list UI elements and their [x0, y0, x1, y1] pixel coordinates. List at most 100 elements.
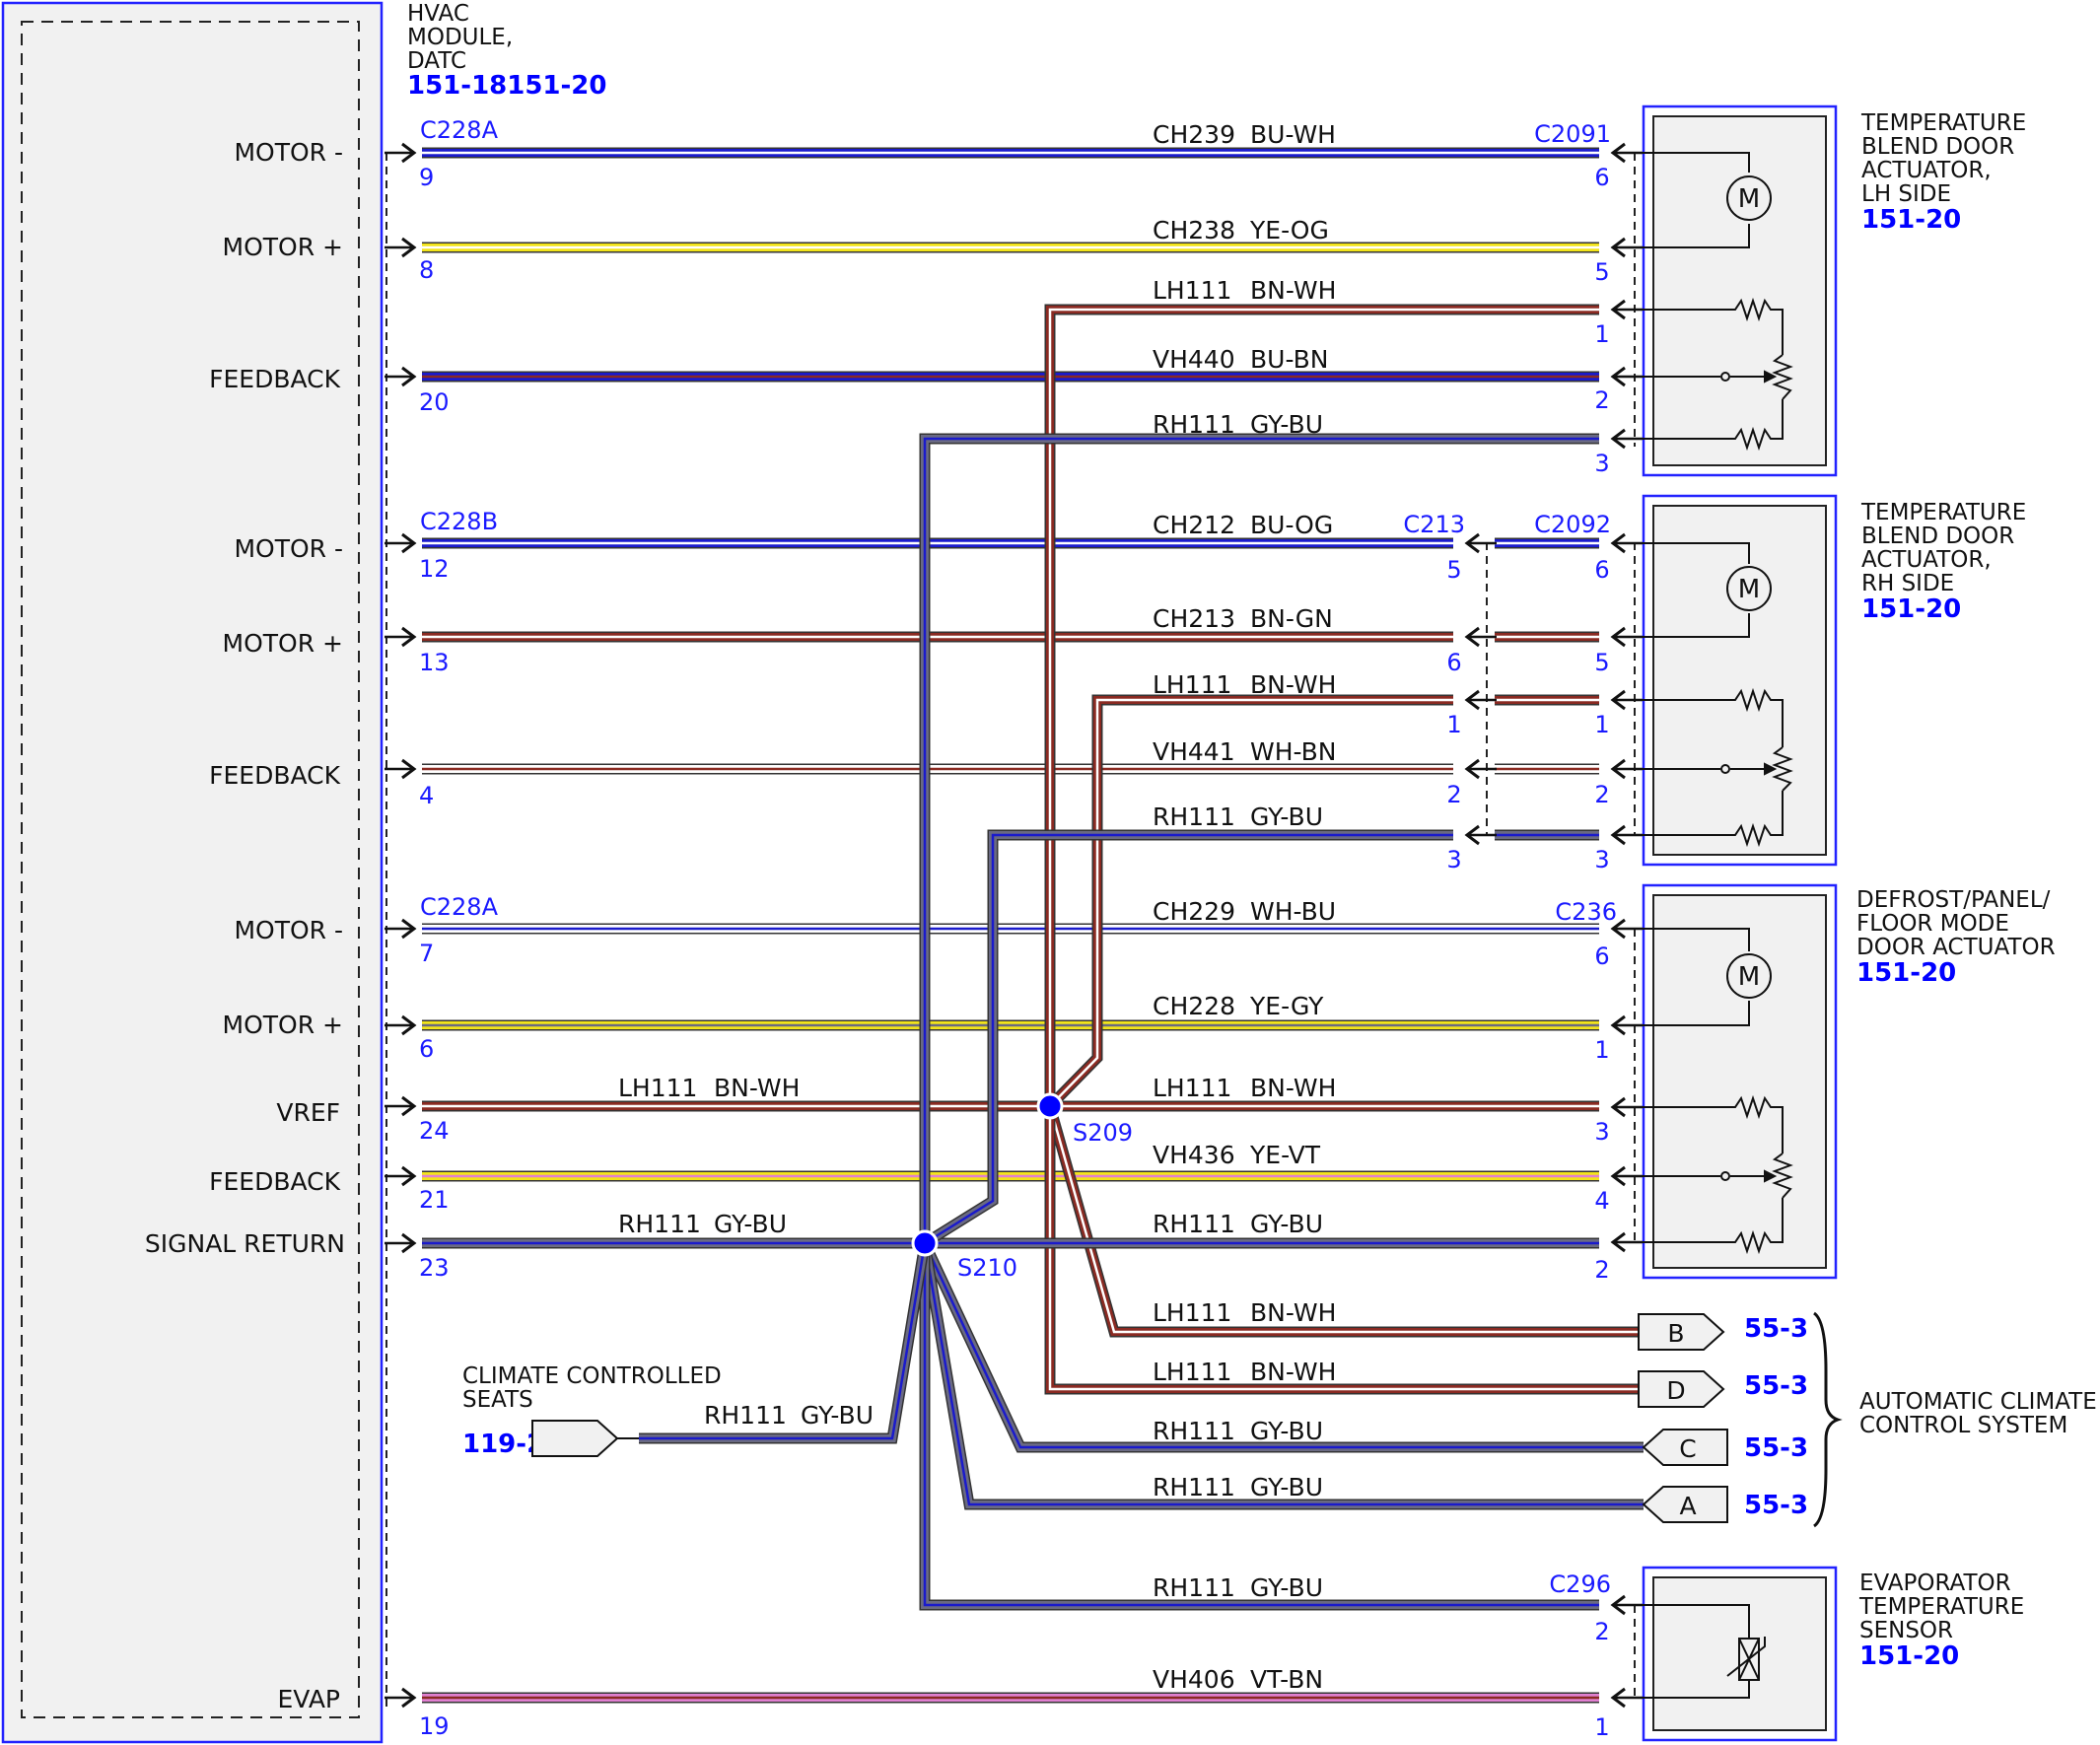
- wire-rh111-to-c: [920, 1240, 1644, 1453]
- right-pin-10: 6: [1594, 942, 1609, 970]
- rh-actuator-title-2: BLEND DOOR: [1861, 524, 2014, 549]
- component-internals: M M: [1622, 152, 1793, 1699]
- seats-ref: 119-2: [462, 1430, 544, 1459]
- right-pin-8: 2: [1594, 781, 1609, 808]
- wire-rh111-to-seats: [639, 1242, 931, 1444]
- c213-pin-2: 2: [1446, 781, 1461, 808]
- off-page-c-letter: C: [1679, 1434, 1696, 1463]
- lh-motor-icon: [1726, 175, 1772, 221]
- right-pin-4: 3: [1594, 450, 1609, 477]
- mode-motor-icon: [1726, 953, 1772, 999]
- pin-label-motor-plus-a: MOTOR +: [223, 233, 343, 261]
- circuit-label-7: LH111: [1153, 670, 1231, 699]
- connector-c296: C296: [1549, 1570, 1611, 1598]
- component-mode-actuator: [1642, 883, 1838, 1280]
- evap-sensor-outline: [1642, 1566, 1838, 1742]
- rh-motor-circuit: M: [1622, 542, 1772, 638]
- mode-actuator-outline: [1642, 883, 1838, 1280]
- left-pin-12: 12: [419, 555, 450, 583]
- color-label-0: BU-WH: [1250, 120, 1336, 149]
- lh-actuator-outline: [1642, 105, 1838, 477]
- lh-actuator-title-1: TEMPERATURE: [1860, 110, 2026, 136]
- right-pin-2: 1: [1594, 320, 1609, 348]
- circuit-label-13: VH436: [1153, 1141, 1235, 1169]
- right-pin-12: 3: [1594, 1118, 1609, 1146]
- left-pin-8: 8: [419, 256, 434, 284]
- mode-actuator-title-1: DEFROST/PANEL/: [1856, 887, 2051, 913]
- left-pin-4: 4: [419, 782, 434, 809]
- off-page-a-ref: 55-3: [1744, 1491, 1808, 1520]
- lh-pot-circuit: [1622, 297, 1793, 452]
- rh-actuator-outline: [1642, 494, 1838, 867]
- circuit-label-3: VH440: [1153, 345, 1235, 374]
- circuit-label-vref-left: LH111: [618, 1074, 697, 1102]
- splice-s209-label: S209: [1073, 1119, 1133, 1147]
- off-page-a-letter: A: [1679, 1492, 1696, 1520]
- left-pin-21: 21: [419, 1186, 450, 1214]
- circuit-label-5: CH212: [1153, 511, 1235, 539]
- circuit-label-9: RH111: [1153, 803, 1235, 831]
- off-page-b-ref: 55-3: [1744, 1314, 1808, 1344]
- pin-label-feedback-c: FEEDBACK: [209, 1167, 340, 1196]
- right-pin-19: 2: [1594, 1618, 1609, 1645]
- circuit-label-16: LH111: [1153, 1358, 1231, 1386]
- color-label-7: BN-WH: [1250, 670, 1336, 699]
- hvac-module-title-line-1: HVAC: [407, 1, 469, 27]
- circuit-label-seats: RH111: [704, 1401, 787, 1430]
- left-pin-23: 23: [419, 1254, 450, 1282]
- hvac-module-outline: [1, 1, 384, 1744]
- color-label-vref-left: BN-WH: [714, 1074, 800, 1102]
- system-label-line-1: AUTOMATIC CLIMATE: [1859, 1389, 2097, 1415]
- mode-motor-symbol: M: [1738, 962, 1760, 992]
- pin-label-motor-minus-a: MOTOR -: [234, 138, 343, 167]
- rh-motor-symbol: M: [1738, 575, 1760, 604]
- color-label-3: BU-BN: [1250, 345, 1328, 374]
- color-label-11: YE-GY: [1249, 992, 1324, 1020]
- color-label-5: BU-OG: [1250, 511, 1333, 539]
- off-page-c-ref: 55-3: [1744, 1433, 1808, 1463]
- right-pin-20: 1: [1594, 1713, 1609, 1741]
- wire-lh111-to-lh-actuator: [1044, 304, 1599, 1106]
- left-pin-6: 6: [419, 1035, 434, 1063]
- rh-motor-icon: [1726, 566, 1772, 611]
- color-label-1: YE-OG: [1249, 216, 1329, 244]
- right-pin-1: 5: [1594, 258, 1609, 286]
- pin-label-vref: VREF: [276, 1098, 340, 1127]
- color-label-16: BN-WH: [1250, 1358, 1336, 1386]
- system-label-line-2: CONTROL SYSTEM: [1859, 1413, 2067, 1438]
- pin-label-signal-return: SIGNAL RETURN: [145, 1229, 345, 1258]
- wire-lh111-to-d: [1044, 1106, 1639, 1395]
- connector-c228b: C228B: [420, 508, 498, 535]
- lh-actuator-inner: [1652, 115, 1827, 466]
- off-page-a-arrow: [1642, 1486, 1728, 1523]
- wire-rh111-to-c213: [922, 829, 1453, 1248]
- pin-label-feedback-a: FEEDBACK: [209, 365, 340, 393]
- c213-pin-1: 1: [1446, 711, 1461, 738]
- wire-lh111-to-c213: [1046, 694, 1453, 1110]
- color-label-17: GY-BU: [1250, 1417, 1323, 1445]
- system-brace: [1812, 1311, 1843, 1528]
- circuit-label-14: RH111: [1153, 1210, 1235, 1238]
- left-pin-20: 20: [419, 388, 450, 416]
- circuit-label-0: CH239: [1153, 120, 1235, 149]
- color-label-14: GY-BU: [1250, 1210, 1323, 1238]
- pin-labels: MOTOR - MOTOR + FEEDBACK MOTOR - MOTOR +…: [145, 138, 345, 1713]
- wire-rh111-to-evap: [919, 1243, 1599, 1611]
- right-pin-13: 4: [1594, 1187, 1609, 1215]
- rh-actuator-ref: 151-20: [1861, 594, 1961, 624]
- splice-s210-dot: [911, 1229, 939, 1257]
- hvac-module-inner-dashed: [21, 21, 360, 1718]
- left-pin-19: 19: [419, 1712, 450, 1740]
- connector-c2091: C2091: [1534, 120, 1611, 148]
- right-pin-7: 1: [1594, 711, 1609, 738]
- color-label-6: BN-GN: [1250, 604, 1333, 633]
- seats-title-line-1: CLIMATE CONTROLLED: [462, 1363, 722, 1389]
- pin-label-motor-plus-b: MOTOR +: [223, 629, 343, 658]
- off-page-d-arrow: [1638, 1370, 1725, 1408]
- lh-actuator-ref: 151-20: [1861, 205, 1961, 235]
- right-pin-0: 6: [1594, 164, 1609, 191]
- color-label-12: BN-WH: [1250, 1074, 1336, 1102]
- wire-lh111-to-b: [1044, 1104, 1639, 1338]
- right-pin-14: 2: [1594, 1256, 1609, 1284]
